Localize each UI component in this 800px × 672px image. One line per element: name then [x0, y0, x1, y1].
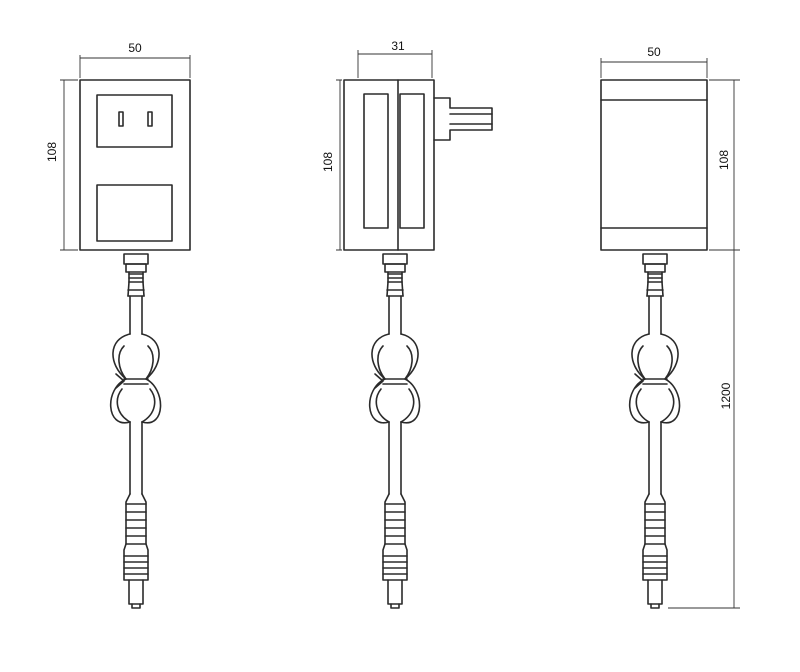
- side-groove-left: [363, 93, 389, 229]
- outlet-slot-right: [147, 111, 153, 127]
- outlet-plate: [96, 94, 173, 148]
- back-width-label: 50: [647, 45, 661, 59]
- side-cable-assembly: [368, 253, 421, 609]
- plug-prongs: [433, 97, 493, 141]
- side-height-dimension: 108: [321, 79, 342, 251]
- back-width-dimension: 50: [600, 45, 708, 78]
- back-cable-length-label: 1200: [719, 382, 733, 409]
- label-window: [96, 184, 173, 242]
- back-cable-length-dimension: 1200: [668, 249, 740, 609]
- front-cable-assembly: [109, 253, 162, 609]
- outlet-slot-left: [118, 111, 124, 127]
- back-housing: [600, 79, 708, 251]
- side-housing: [343, 79, 435, 251]
- side-height-label: 108: [321, 152, 335, 172]
- front-view: 50 108: [45, 41, 191, 609]
- back-height-label: 108: [717, 150, 731, 170]
- front-width-label: 50: [128, 41, 142, 55]
- front-housing: [79, 79, 191, 251]
- back-cable-assembly: [628, 253, 681, 609]
- front-height-label: 108: [45, 142, 59, 162]
- front-height-dimension: 108: [45, 79, 78, 251]
- side-groove-right: [399, 93, 425, 229]
- side-view: 31 108: [321, 39, 493, 609]
- side-depth-label: 31: [391, 39, 405, 53]
- side-depth-dimension: 31: [357, 39, 433, 78]
- back-view: 50 108 1200: [600, 45, 740, 609]
- back-height-dimension: 108: [709, 79, 740, 251]
- front-width-dimension: 50: [79, 41, 191, 78]
